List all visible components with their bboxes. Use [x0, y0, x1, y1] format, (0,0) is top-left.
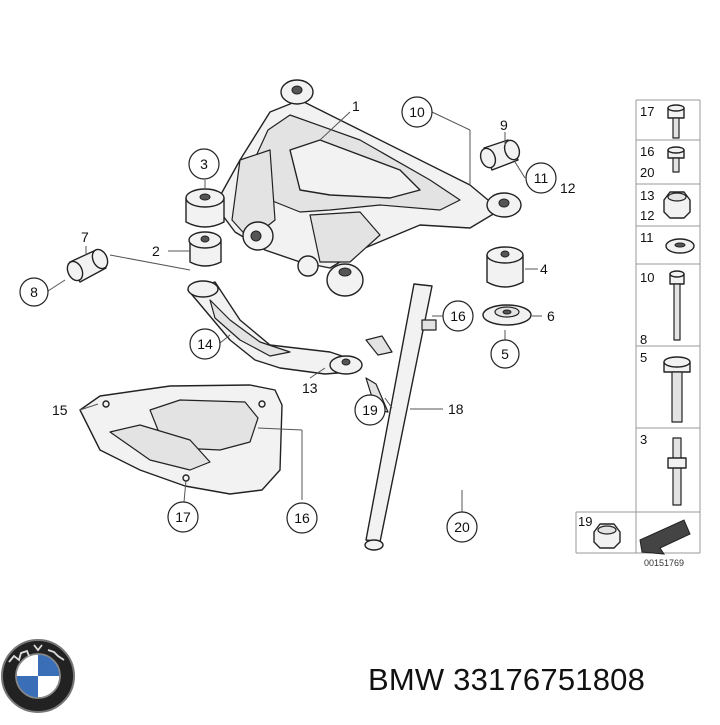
callout-number: 6: [547, 308, 555, 324]
callout-number: 10: [409, 104, 425, 120]
callout-8: 8: [19, 277, 49, 307]
callout-4: 4: [540, 261, 548, 277]
callout-number: 7: [81, 229, 89, 245]
callout-17: 17: [167, 501, 199, 533]
bmw-logo-icon: [1, 639, 75, 713]
callout-11: 11: [525, 162, 557, 194]
callout-16-shield: 16: [286, 502, 318, 534]
callout-number: 17: [175, 509, 191, 525]
callout-number: 12: [560, 180, 576, 196]
panel-label: 12: [640, 208, 654, 223]
callout-14: 14: [189, 328, 221, 360]
callout-10: 10: [401, 96, 433, 128]
hardware-parts-panel: 17 16 20 13 12 11 10 8: [575, 99, 701, 555]
panel-label: 16: [640, 144, 654, 159]
panel-item-bolt-16-20: 16 20: [640, 144, 685, 180]
panel-item-bolt-17: 17: [640, 104, 685, 139]
underbody-shield-drawing: [79, 384, 283, 495]
callout-12: 12: [560, 180, 576, 196]
callout-number: 18: [448, 401, 464, 417]
panel-label: 8: [640, 332, 647, 347]
panel-label: 10: [640, 270, 654, 285]
callout-2: 2: [152, 243, 160, 259]
diagram-code: 00151769: [644, 558, 684, 568]
callout-number: 11: [534, 170, 549, 186]
panel-label: 20: [640, 165, 654, 180]
leader-lines: [47, 111, 542, 512]
panel-item-nut-19: 19: [578, 514, 621, 549]
panel-item-bolt-10-8: 10 8: [640, 270, 685, 347]
panel-item-washer-11: 11: [640, 230, 695, 254]
callout-9: 9: [500, 117, 508, 133]
callout-number: 2: [152, 243, 160, 259]
panel-item-stud-3: 3: [640, 432, 687, 506]
callout-7: 7: [81, 229, 89, 245]
bushing-2-drawing: [188, 231, 222, 267]
callout-5: 5: [490, 339, 520, 369]
callout-number: 9: [500, 117, 508, 133]
bushing-9-drawing: [479, 139, 521, 171]
callout-13: 13: [302, 380, 318, 396]
callout-18: 18: [448, 401, 464, 417]
callout-15: 15: [52, 402, 68, 418]
direction-arrow-icon: [639, 519, 691, 555]
callout-number: 5: [501, 346, 509, 362]
callout-19: 19: [354, 394, 386, 426]
callout-number: 19: [362, 402, 378, 418]
callout-number: 4: [540, 261, 548, 277]
callout-number: 3: [200, 156, 208, 172]
callout-number: 16: [294, 510, 310, 526]
bushing-7-drawing: [66, 248, 109, 283]
panel-item-bolt-5: 5: [640, 350, 691, 423]
brand-part-number: BMW 33176751808: [368, 662, 646, 697]
panel-label: 3: [640, 432, 647, 447]
panel-label: 5: [640, 350, 647, 365]
callout-16-strut: 16: [442, 300, 474, 332]
callout-3: 3: [188, 148, 220, 180]
callout-number: 20: [454, 519, 470, 535]
panel-item-nut-13-12: 13 12: [640, 188, 691, 223]
panel-label: 17: [640, 104, 654, 119]
callout-20: 20: [446, 511, 478, 543]
washer-6-drawing: [482, 304, 532, 326]
mount-4-drawing: [486, 246, 524, 288]
callout-number: 15: [52, 402, 68, 418]
callout-number: 13: [302, 380, 318, 396]
bushing-3-drawing: [185, 188, 225, 228]
callout-1: 1: [352, 98, 360, 114]
rear-subframe-drawing: [214, 79, 522, 297]
panel-label: 19: [578, 514, 592, 529]
panel-label: 13: [640, 188, 654, 203]
callout-6: 6: [547, 308, 555, 324]
callout-number: 8: [30, 284, 38, 300]
callout-number: 16: [450, 308, 466, 324]
control-arm-14-drawing: [187, 280, 363, 375]
callout-number: 14: [197, 336, 213, 352]
panel-label: 11: [640, 230, 654, 245]
callout-number: 1: [352, 98, 360, 114]
